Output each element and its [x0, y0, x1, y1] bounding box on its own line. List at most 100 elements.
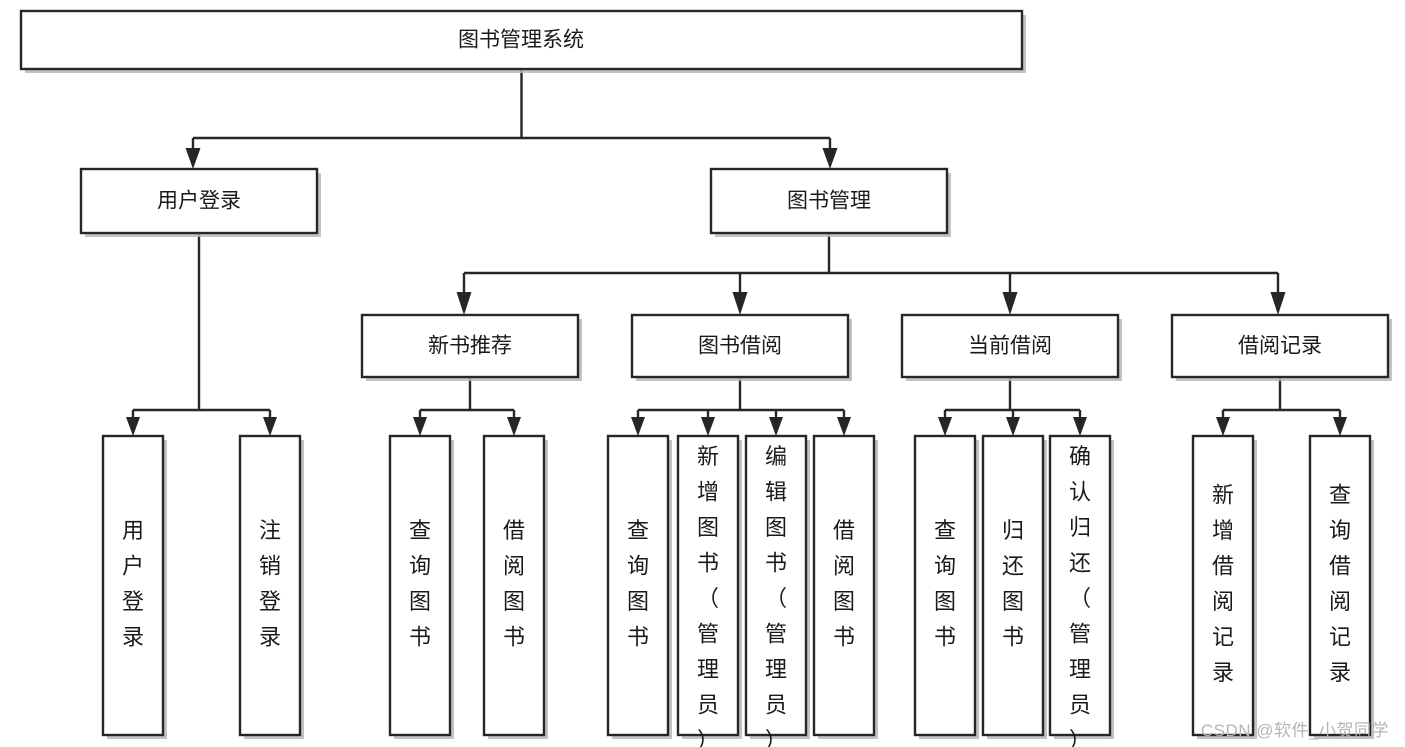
- node-leaf-logout-char: 注: [259, 518, 281, 543]
- connector-root-to-level1: [191, 69, 832, 160]
- node-leaf-confirm-return-char: 归: [1069, 515, 1091, 540]
- node-leaf-user-login[interactable]: 用户登录用户登录: [101, 434, 167, 739]
- arrow-to-book-borrow: [732, 292, 748, 315]
- node-user-login[interactable]: 用户登录: [79, 167, 321, 237]
- node-leaf-query-book-3-char: 查: [934, 518, 956, 543]
- connector-userlogin-to-leaves: [131, 233, 272, 424]
- node-leaf-borrow-book-2-char: 借: [833, 518, 855, 543]
- arrow-to-leaf-user-login: [126, 417, 140, 436]
- node-leaf-borrow-book-1-rect: [482, 434, 546, 737]
- arrow-to-leaf-borrow-book-2: [837, 417, 851, 436]
- leaf-node-layer: 用户登录用户登录注销登录注销登录查询图书查询图书借阅图书借阅图书查询图书查询图书…: [101, 434, 1374, 747]
- node-new-book-rec-label: 新书推荐: [428, 335, 512, 358]
- node-leaf-add-record-rect: [1191, 434, 1255, 737]
- arrow-to-leaf-query-book-3: [938, 417, 952, 436]
- node-leaf-edit-book-char: （: [765, 586, 787, 611]
- arrow-to-current-borrow: [1002, 292, 1018, 315]
- arrow-to-book-manage: [822, 148, 838, 169]
- node-leaf-edit-book-char: 员: [765, 692, 787, 717]
- node-leaf-confirm-return-char: 还: [1069, 550, 1091, 575]
- node-leaf-query-book-3[interactable]: 查询图书查询图书: [913, 434, 979, 739]
- node-book-manage[interactable]: 图书管理: [709, 167, 951, 237]
- node-leaf-add-book-char: 员: [697, 692, 719, 717]
- node-leaf-edit-book-char: 图: [765, 515, 787, 540]
- connector-currentborrow-to-leaves: [943, 377, 1082, 424]
- node-leaf-add-book-rect: [676, 434, 740, 737]
- node-leaf-edit-book-char: 编: [765, 444, 787, 469]
- node-leaf-borrow-book-1-char: 阅: [503, 554, 525, 579]
- node-leaf-borrow-book-1-char: 借: [503, 518, 525, 543]
- node-leaf-borrow-book-1[interactable]: 借阅图书借阅图书: [482, 434, 548, 739]
- node-leaf-add-record-char: 录: [1212, 660, 1234, 685]
- node-leaf-user-login-rect: [101, 434, 165, 737]
- node-book-borrow[interactable]: 图书借阅: [630, 313, 852, 381]
- node-leaf-query-book-3-char: 询: [934, 554, 956, 579]
- node-leaf-confirm-return-char: （: [1069, 586, 1091, 611]
- node-leaf-borrow-book-2-char: 阅: [833, 554, 855, 579]
- node-leaf-return-book-char: 归: [1002, 518, 1024, 543]
- arrow-to-user-login: [185, 148, 201, 169]
- node-leaf-logout[interactable]: 注销登录注销登录: [238, 434, 304, 739]
- node-leaf-query-book-2-rect: [606, 434, 670, 737]
- node-leaf-borrow-book-2-char: 图: [833, 589, 855, 614]
- node-leaf-confirm-return-char: 确: [1069, 444, 1091, 469]
- node-leaf-add-record-char: 新: [1212, 483, 1234, 508]
- node-leaf-edit-book-rect: [744, 434, 808, 737]
- arrow-to-borrow-record: [1270, 292, 1286, 315]
- node-new-book-rec[interactable]: 新书推荐: [360, 313, 582, 381]
- node-leaf-confirm-return-char: 管: [1069, 621, 1091, 646]
- node-leaf-return-book-rect: [981, 434, 1045, 737]
- node-leaf-query-book-2-char: 图: [627, 589, 649, 614]
- node-current-borrow[interactable]: 当前借阅: [900, 313, 1122, 381]
- node-leaf-add-book-char: 管: [697, 621, 719, 646]
- node-root[interactable]: 图书管理系统: [19, 9, 1026, 73]
- node-leaf-query-book-2-char: 查: [627, 518, 649, 543]
- node-leaf-query-book-3-char: 书: [934, 625, 956, 650]
- node-leaf-query-record-char: 录: [1329, 660, 1351, 685]
- arrow-to-leaf-add-record: [1216, 417, 1230, 436]
- node-leaf-logout-char: 录: [259, 625, 281, 650]
- arrow-to-leaf-borrow-book-1: [507, 417, 521, 436]
- node-leaf-query-book-1-char: 书: [409, 625, 431, 650]
- connector-bookmanage-to-level2: [462, 233, 1280, 300]
- node-book-borrow-label: 图书借阅: [698, 335, 782, 358]
- node-leaf-query-book-1-char: 图: [409, 589, 431, 614]
- node-leaf-edit-book-char: 书: [765, 550, 787, 575]
- node-leaf-query-book-2[interactable]: 查询图书查询图书: [606, 434, 672, 739]
- node-book-manage-label: 图书管理: [787, 190, 871, 213]
- node-borrow-record[interactable]: 借阅记录: [1170, 313, 1392, 381]
- node-leaf-borrow-book-2[interactable]: 借阅图书借阅图书: [812, 434, 878, 739]
- node-leaf-return-book-char: 还: [1002, 554, 1024, 579]
- arrow-to-leaf-query-record: [1333, 417, 1347, 436]
- node-leaf-query-record[interactable]: 查询借阅记录查询借阅记录: [1308, 434, 1374, 739]
- node-leaf-add-book-char: （: [697, 586, 719, 611]
- node-current-borrow-label: 当前借阅: [968, 335, 1052, 358]
- node-leaf-query-record-char: 询: [1329, 518, 1351, 543]
- node-root-rect: [19, 9, 1024, 71]
- arrow-to-leaf-query-book-2: [631, 417, 645, 436]
- node-new-book-rec-rect: [360, 313, 580, 379]
- node-leaf-edit-book-char: 理: [765, 657, 787, 682]
- node-leaf-confirm-return-char: 员: [1069, 692, 1091, 717]
- arrow-to-new-book-rec: [456, 292, 472, 315]
- node-leaf-add-book-char: 理: [697, 657, 719, 682]
- node-leaf-query-book-2-char: 询: [627, 554, 649, 579]
- node-leaf-user-login-char: 户: [122, 554, 144, 579]
- node-leaf-query-record-char: 查: [1329, 483, 1351, 508]
- node-leaf-return-book[interactable]: 归还图书归还图书: [981, 434, 1047, 739]
- node-leaf-add-record[interactable]: 新增借阅记录新增借阅记录: [1191, 434, 1257, 739]
- node-leaf-add-book-char: 增: [697, 479, 719, 504]
- node-leaf-query-record-rect: [1308, 434, 1372, 737]
- node-leaf-return-book-char: 书: [1002, 625, 1024, 650]
- node-leaf-user-login-char: 登: [122, 589, 144, 614]
- node-leaf-borrow-book-2-rect: [812, 434, 876, 737]
- node-leaf-query-book-1[interactable]: 查询图书查询图书: [388, 434, 454, 739]
- node-borrow-record-rect: [1170, 313, 1390, 379]
- node-leaf-borrow-book-2-char: 书: [833, 625, 855, 650]
- node-leaf-query-book-1-char: 查: [409, 518, 431, 543]
